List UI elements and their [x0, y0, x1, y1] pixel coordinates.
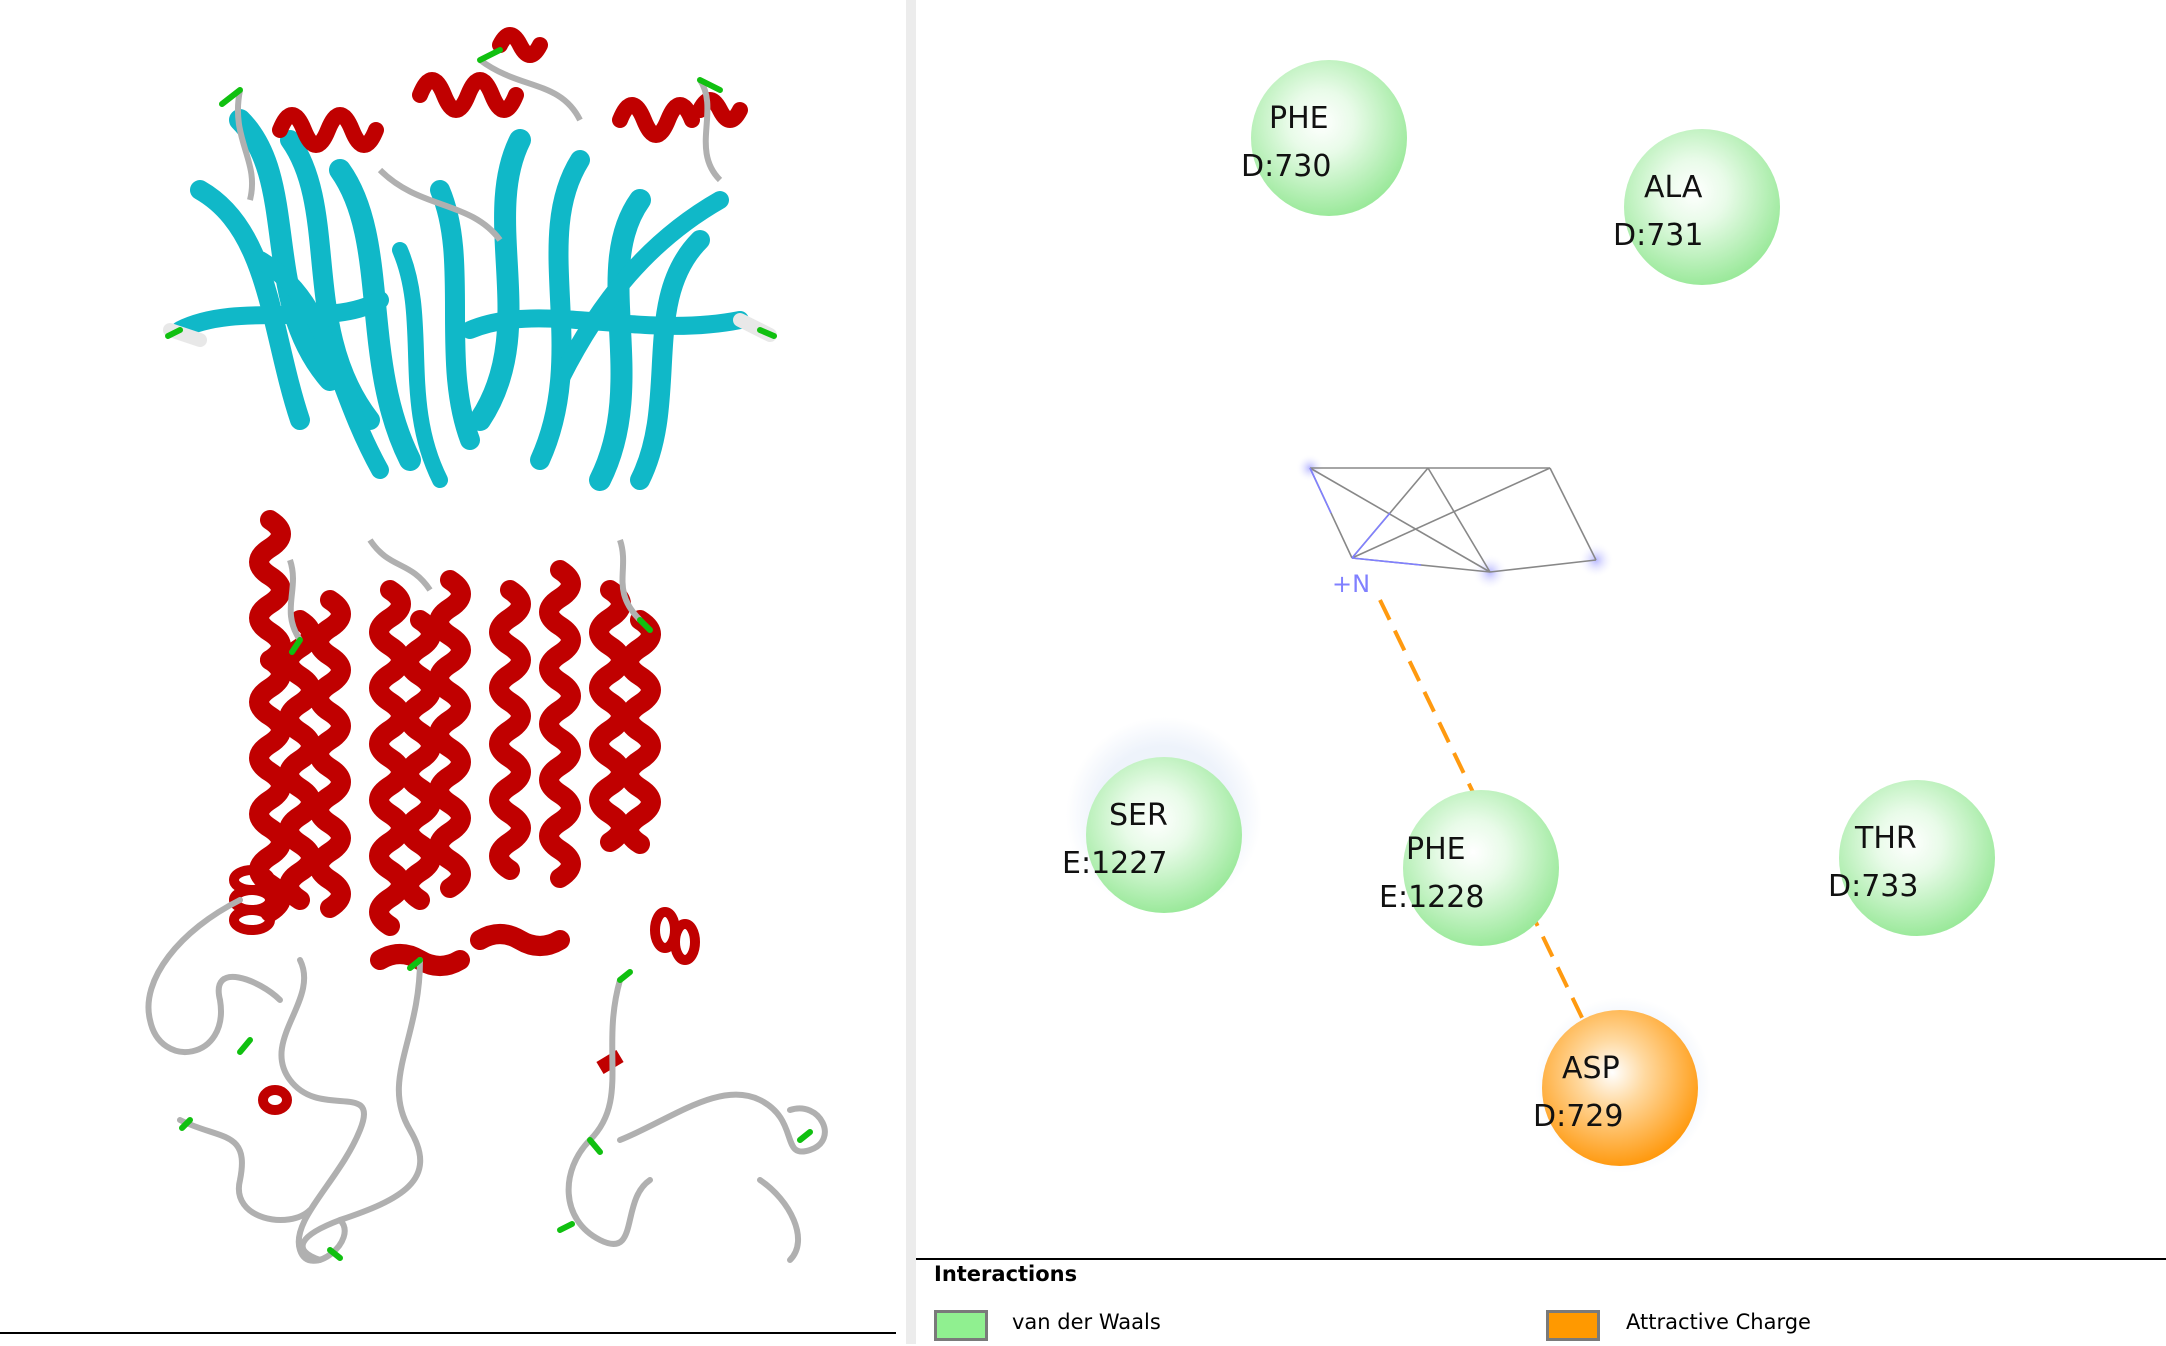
- interaction-diagram-panel[interactable]: +N PHE D:730 ALA D:731 SER E:1227 PHE E:…: [916, 0, 2166, 1344]
- ligand: +N: [1296, 454, 1614, 598]
- panel-divider-line: [0, 1332, 896, 1334]
- vdw-legend-label: van der Waals: [1012, 1310, 1161, 1334]
- vdw-swatch: [934, 1310, 988, 1341]
- nitrogen-charge-label: +N: [1332, 570, 1370, 598]
- top-coils: [234, 57, 723, 242]
- residue-ala-d731[interactable]: ALA D:731: [1613, 129, 1780, 285]
- charge-swatch: [1546, 1310, 1600, 1341]
- panel-splitter[interactable]: [906, 0, 916, 1344]
- legend-title: Interactions: [934, 1262, 1078, 1286]
- residue-name: ALA: [1644, 170, 1703, 205]
- charge-legend-label: Attractive Charge: [1626, 1310, 1811, 1334]
- protein-ribbon-image[interactable]: [0, 0, 906, 1330]
- beta-sheet-domain: [163, 109, 777, 491]
- protein-structure-view[interactable]: [0, 0, 906, 1344]
- residue-id: E:1228: [1379, 880, 1484, 915]
- residue-phe-d730[interactable]: PHE D:730: [1241, 60, 1407, 216]
- residue-ser-e1227[interactable]: SER E:1227: [1062, 757, 1242, 913]
- top-helices: [272, 27, 748, 153]
- turns: [165, 47, 813, 1261]
- residue-id: D:730: [1241, 149, 1331, 184]
- residue-id: D:731: [1613, 218, 1703, 253]
- linker-coils: [287, 538, 643, 642]
- residue-name: PHE: [1406, 832, 1466, 867]
- residue-id: D:729: [1533, 1099, 1623, 1134]
- residue-id: D:733: [1828, 869, 1918, 904]
- transmembrane-helices: [249, 510, 661, 976]
- residue-thr-d733[interactable]: THR D:733: [1828, 780, 1995, 936]
- residue-name: SER: [1109, 798, 1168, 833]
- residue-bubble: [1251, 60, 1407, 216]
- residue-bubble: [1542, 1010, 1698, 1166]
- residue-name: THR: [1854, 821, 1917, 856]
- residue-bubble: [1403, 790, 1559, 946]
- residue-bubble: [1624, 129, 1780, 285]
- residue-asp-d729[interactable]: ASP D:729: [1533, 1010, 1698, 1166]
- residue-bubble: [1839, 780, 1995, 936]
- interactions-legend: Interactions van der Waals Attractive Ch…: [916, 1258, 2166, 1346]
- intracellular-coils: [145, 897, 828, 1264]
- residue-phe-e1228[interactable]: PHE E:1228: [1379, 790, 1559, 946]
- interaction-diagram[interactable]: +N PHE D:730 ALA D:731 SER E:1227 PHE E:…: [916, 0, 2166, 1258]
- nitrogen-bonds: [1309, 467, 1422, 566]
- residue-name: PHE: [1269, 101, 1329, 136]
- residue-id: E:1227: [1062, 846, 1167, 881]
- residue-bubble: [1086, 757, 1242, 913]
- residue-name: ASP: [1562, 1051, 1620, 1086]
